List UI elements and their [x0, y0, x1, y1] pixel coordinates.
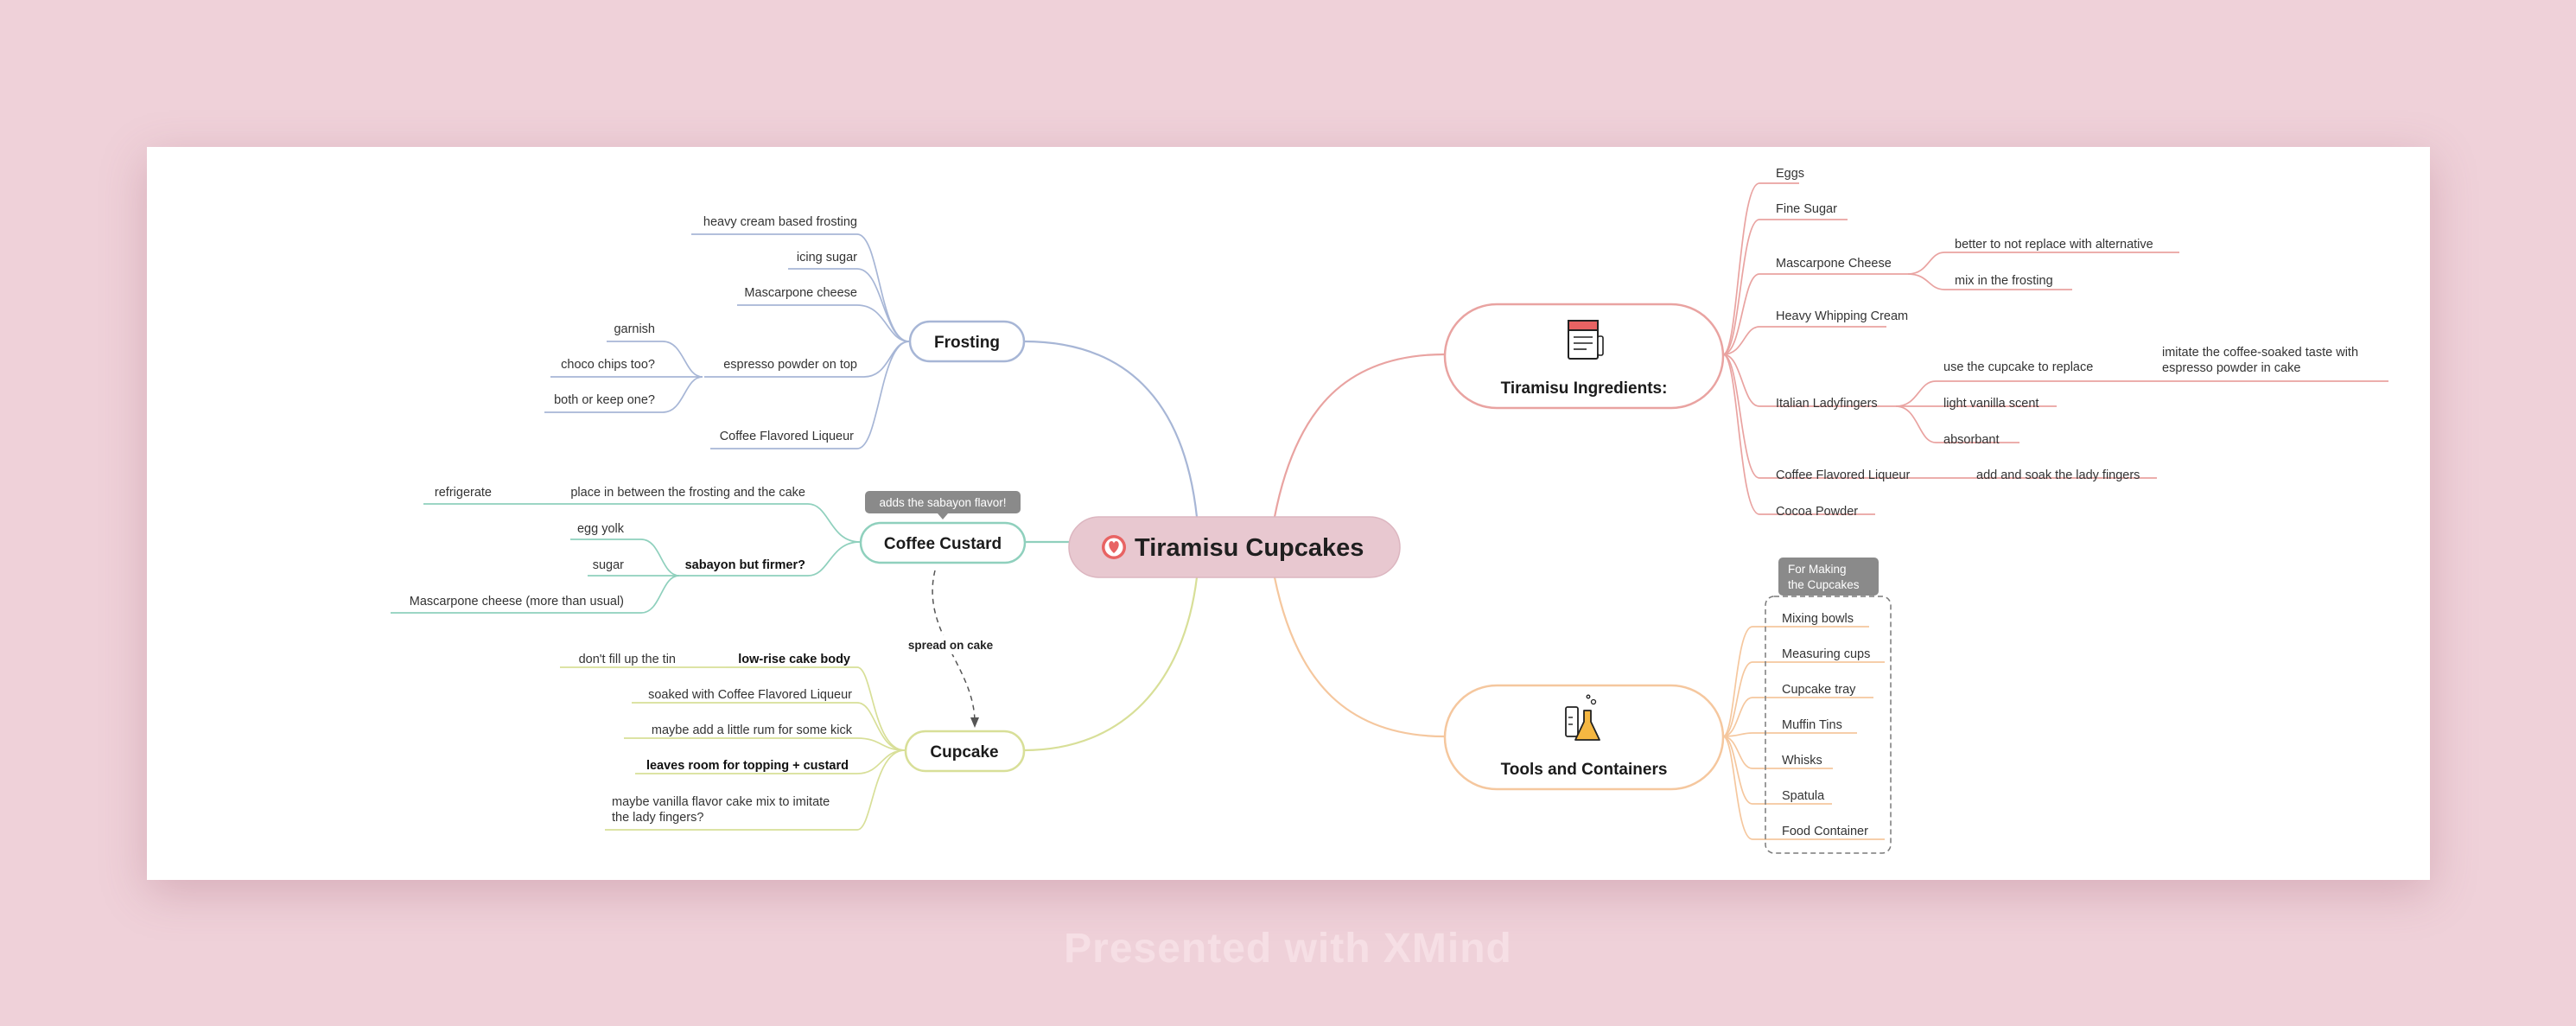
cupcake-vanilla-line1[interactable]: maybe vanilla flavor cake mix to imitate: [612, 795, 830, 809]
ladyfingers-vanilla[interactable]: light vanilla scent: [1943, 397, 2039, 411]
beakers-icon: [1565, 694, 1600, 741]
ingredient-mascarpone-note1[interactable]: better to not replace with alternative: [1955, 238, 2153, 252]
tools-callout: [1778, 558, 1879, 596]
frosting-mascarpone[interactable]: Mascarpone cheese: [744, 286, 857, 300]
cupcake-soaked[interactable]: soaked with Coffee Flavored Liqueur: [648, 688, 852, 702]
relationship-label: spread on cake: [908, 639, 994, 652]
frosting-garnish[interactable]: garnish: [614, 322, 655, 336]
custard-mascarpone[interactable]: Mascarpone cheese (more than usual): [410, 595, 624, 609]
ladyfingers-imitate-line1[interactable]: imitate the coffee-soaked taste with: [2162, 346, 2358, 360]
ingredient-mascarpone[interactable]: Mascarpone Cheese: [1776, 257, 1892, 271]
tools-callout-line2: the Cupcakes: [1788, 578, 1860, 591]
tool-item[interactable]: Spatula: [1782, 789, 1825, 803]
connector-ingredients: [1273, 353, 1446, 518]
topic-coffee-custard[interactable]: [859, 521, 1027, 564]
connector-tools: [1273, 577, 1446, 738]
custard-sugar[interactable]: sugar: [593, 558, 624, 572]
cupcake-room[interactable]: leaves room for topping + custard: [646, 759, 849, 773]
tools-callout-line1: For Making: [1788, 563, 1847, 576]
ladyfingers-imitate-line2[interactable]: espresso powder in cake: [2162, 361, 2300, 375]
heart-icon: [1102, 535, 1126, 559]
tool-item[interactable]: Muffin Tins: [1782, 718, 1842, 732]
frosting-heavy-cream[interactable]: heavy cream based frosting: [703, 215, 857, 229]
connector-frosting: [1023, 340, 1199, 518]
ladyfingers-absorbant[interactable]: absorbant: [1943, 433, 2000, 447]
topic-cupcake[interactable]: [904, 730, 1026, 773]
frosting-espresso[interactable]: espresso powder on top: [723, 358, 857, 372]
cupcake-vanilla-line2[interactable]: the lady fingers?: [612, 811, 703, 825]
custard-callout: [865, 491, 1021, 513]
cupcake-rum[interactable]: maybe add a little rum for some kick: [652, 723, 853, 737]
topic-cupcake-label: Cupcake: [930, 743, 998, 762]
connector-cupcake: [1023, 577, 1199, 752]
central-topic[interactable]: [1068, 516, 1401, 578]
topic-frosting[interactable]: [908, 320, 1026, 363]
footer-watermark: Presented with XMind: [1064, 926, 1512, 972]
tool-item[interactable]: Whisks: [1782, 754, 1822, 768]
tool-item[interactable]: Food Container: [1782, 825, 1868, 838]
ingredient-ladyfingers[interactable]: Italian Ladyfingers: [1776, 397, 1878, 411]
central-topic-label: Tiramisu Cupcakes: [1135, 534, 1364, 562]
relationship-arrow: [970, 717, 979, 728]
ingredient-fine-sugar[interactable]: Fine Sugar: [1776, 202, 1837, 216]
frosting-choco-chips[interactable]: choco chips too?: [561, 358, 655, 372]
custard-sabayon[interactable]: sabayon but firmer?: [685, 558, 806, 572]
ingredient-cream[interactable]: Heavy Whipping Cream: [1776, 309, 1908, 323]
tool-item[interactable]: Mixing bowls: [1782, 612, 1854, 626]
tool-item[interactable]: Cupcake tray: [1782, 683, 1856, 697]
custard-refrigerate[interactable]: refrigerate: [435, 486, 492, 500]
recipe-book-icon: [1568, 320, 1604, 360]
custard-place[interactable]: place in between the frosting and the ca…: [570, 486, 805, 500]
frosting-icing-sugar[interactable]: icing sugar: [797, 251, 857, 264]
topic-tools-label: Tools and Containers: [1501, 761, 1668, 779]
custard-egg-yolk[interactable]: egg yolk: [577, 522, 625, 536]
topic-ingredients-label: Tiramisu Ingredients:: [1501, 379, 1668, 398]
ingredient-eggs[interactable]: Eggs: [1776, 167, 1804, 181]
ingredient-liqueur[interactable]: Coffee Flavored Liqueur: [1776, 468, 1910, 482]
ingredient-mascarpone-note2[interactable]: mix in the frosting: [1955, 274, 2053, 288]
mindmap-canvas: [147, 147, 2430, 880]
ingredient-cocoa[interactable]: Cocoa Powder: [1776, 505, 1858, 519]
custard-callout-text: adds the sabayon flavor!: [879, 496, 1006, 509]
ladyfingers-replace[interactable]: use the cupcake to replace: [1943, 360, 2093, 374]
cupcake-fill-tin[interactable]: don't fill up the tin: [579, 653, 676, 666]
topic-coffee-custard-label: Coffee Custard: [884, 535, 1002, 553]
ingredient-liqueur-note[interactable]: add and soak the lady fingers: [1976, 468, 2140, 482]
cupcake-low-rise[interactable]: low-rise cake body: [738, 653, 850, 666]
tools-boundary: [1765, 596, 1892, 854]
tool-item[interactable]: Measuring cups: [1782, 647, 1870, 661]
topic-frosting-label: Frosting: [934, 334, 1000, 352]
frosting-both[interactable]: both or keep one?: [554, 393, 655, 407]
frosting-liqueur[interactable]: Coffee Flavored Liqueur: [720, 430, 854, 443]
